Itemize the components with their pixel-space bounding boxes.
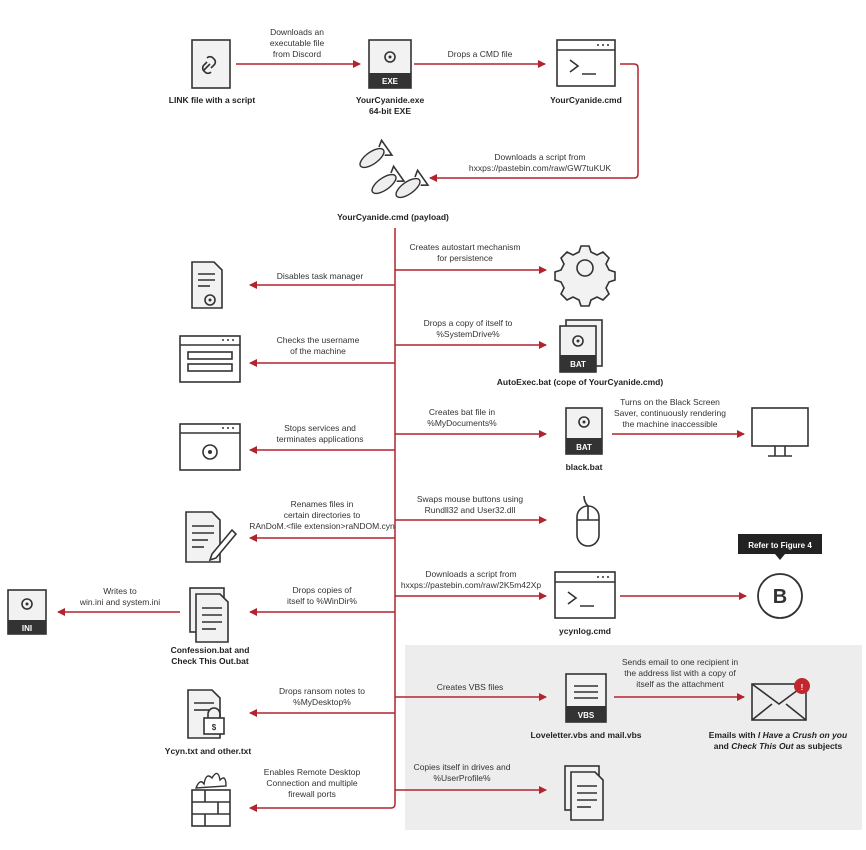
autoexec-bat-icon: BAT — [559, 319, 603, 373]
svg-text:Refer to Figure 4: Refer to Figure 4 — [748, 541, 812, 550]
label-task-manager: Disables task manager — [277, 271, 364, 281]
node-emails-line1: Emails with I Have a Crush on you — [709, 730, 848, 740]
mouse-icon — [576, 495, 600, 547]
svg-text:B: B — [773, 586, 787, 608]
svg-text:$: $ — [212, 723, 217, 732]
bombs-payload-icon — [359, 138, 430, 199]
ini-file-icon: INI — [7, 589, 47, 635]
ycynlog-cmd-window-icon — [554, 571, 616, 619]
vbs-file-icon: VBS — [565, 673, 607, 723]
cmd-window-icon — [556, 39, 616, 87]
node-confession-1: Confession.bat and — [171, 645, 250, 655]
label-drops-cmd: Drops a CMD file — [448, 49, 513, 59]
login-form-window-icon — [179, 335, 241, 383]
node-black-bat: black.bat — [566, 462, 603, 472]
services-window-icon — [179, 423, 241, 471]
label-copies-drives: Copies itself in drives and%UserProfile% — [414, 762, 511, 783]
node-exe-name: YourCyanide.exe — [356, 95, 425, 105]
svg-text:INI: INI — [22, 624, 32, 633]
arrows — [57, 60, 747, 812]
label-ransom: Drops ransom notes to%MyDesktop% — [279, 686, 365, 707]
node-emails-line2: and Check This Out as subjects — [714, 741, 843, 751]
link-file-icon — [191, 39, 231, 89]
svg-text:BAT: BAT — [576, 443, 592, 452]
node-ransom-notes: Ycyn.txt and other.txt — [165, 746, 252, 756]
node-cmd-name: YourCyanide.cmd — [550, 95, 622, 105]
svg-text:BAT: BAT — [570, 360, 586, 369]
copies-documents-icon — [564, 765, 604, 821]
node-confession-2: Check This Out.bat — [171, 656, 249, 666]
svg-text:VBS: VBS — [578, 711, 595, 720]
node-loveletter: Loveletter.vbs and mail.vbs — [530, 730, 641, 740]
svg-text:EXE: EXE — [382, 77, 399, 86]
node-b-circle: B — [757, 573, 803, 619]
node-autoexec: AutoExec.bat (cope of YourCyanide.cmd) — [497, 377, 664, 387]
stacked-documents-icon — [189, 587, 229, 643]
node-exe-sub: 64-bit EXE — [369, 106, 411, 116]
exe-file-icon: EXE — [368, 39, 412, 89]
document-pencil-icon — [185, 511, 238, 563]
svg-text:!: ! — [801, 683, 804, 692]
black-bat-icon: BAT — [565, 407, 603, 455]
gear-icon — [554, 245, 616, 307]
alert-badge-icon: ! — [794, 678, 810, 694]
node-link-file: LINK file with a script — [169, 95, 256, 105]
document-lock-icon: $ — [187, 689, 225, 739]
vbs-worm-panel — [405, 645, 862, 830]
node-payload: YourCyanide.cmd (payload) — [337, 212, 449, 222]
arrow-remote-desktop — [249, 725, 396, 812]
label-bat-file: Creates bat file in%MyDocuments% — [427, 407, 497, 428]
label-drops-copy: Drops a copy of itself to%SystemDrive% — [424, 318, 513, 339]
firewall-icon — [191, 772, 231, 827]
refer-callout: Refer to Figure 4 — [738, 534, 822, 560]
monitor-icon — [751, 407, 809, 457]
document-gear-icon — [191, 261, 223, 309]
label-vbs: Creates VBS files — [437, 682, 504, 692]
arrow-downloads-script — [429, 63, 639, 182]
node-ycynlog: ycynlog.cmd — [559, 626, 611, 636]
